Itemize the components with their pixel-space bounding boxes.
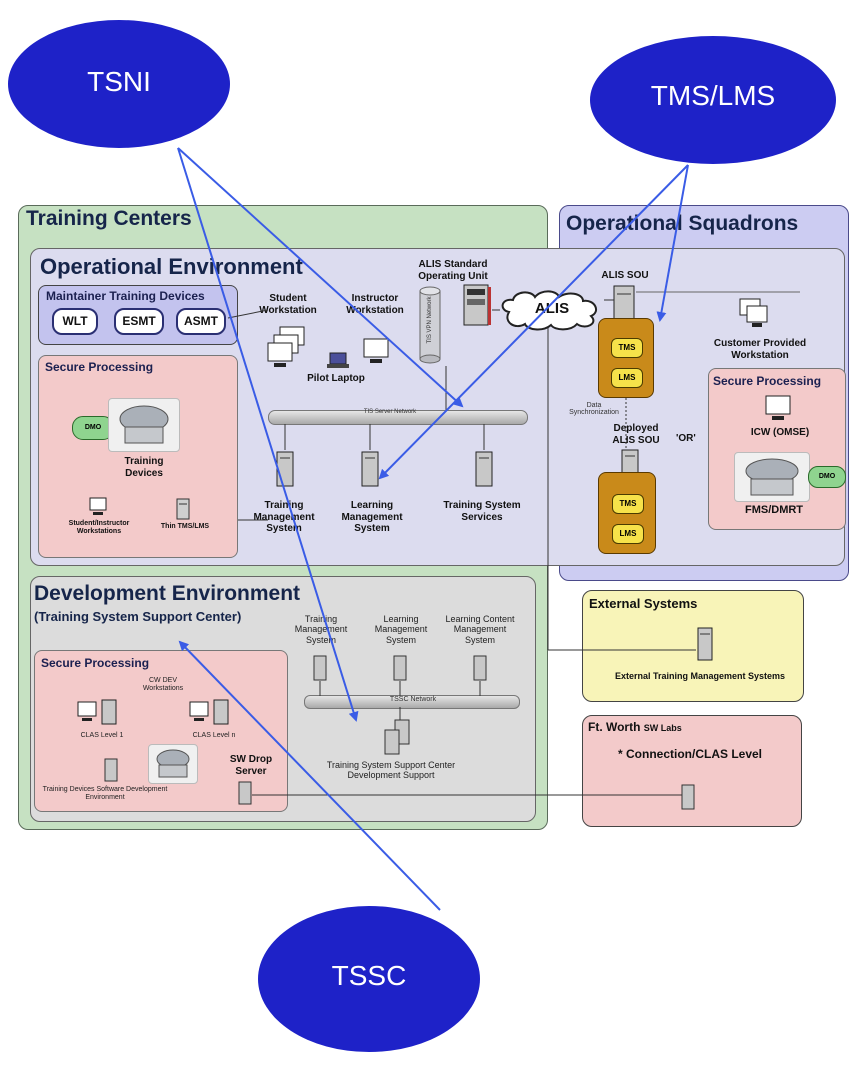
squadron-alis-sou-label: ALIS SOU [601,270,649,281]
secure-processing-development-title: Secure Processing [41,656,150,670]
external-tms-server-icon [697,627,713,661]
or-label: 'OR' [676,433,696,444]
icw-omse-label: ICW (OMSE) [750,427,810,438]
training-device-icon-left [108,398,180,452]
tss-server-icon [475,451,493,487]
ftworth-title-main: Ft. Worth [588,720,641,734]
instructor-workstation-label: Instructor Workstation [346,293,404,316]
data-synchronization-label: Data Synchronization [569,402,619,416]
tdsde-server-icon [104,758,118,782]
alis-standard-operating-unit-label: ALIS Standard Operating Unit [418,259,488,282]
squadron-tms-badge: TMS [611,338,643,358]
dev-lcms-label: Learning Content Management System [445,614,515,645]
deployed-alis-sou-label: Deployed ALIS SOU [612,423,660,446]
instructor-workstation-icon [363,338,389,363]
asmt-device: ASMT [176,308,226,335]
clas-level-n-workstation [189,699,229,725]
external-tms-label: External Training Management Systems [614,671,786,681]
arrow-tmslms-to-squadron [656,164,689,322]
customer-provided-workstation-label: Customer Provided Workstation [713,338,807,361]
deployed-tms-badge: TMS [612,494,644,514]
tssc-ellipse [258,906,480,1052]
ftworth-title-suffix: SW Labs [643,723,682,733]
pilot-laptop-icon [327,352,349,368]
dev-tms-label: Training Management System [294,614,348,645]
icw-workstation-icon [765,395,791,420]
dev-lms-label: Learning Management System [374,614,428,645]
arrow-tsni-to-network [177,147,464,408]
maintainer-training-devices-title: Maintainer Training Devices [46,289,205,303]
dev-lms-server [393,655,407,681]
connection-clas-level-label: * Connection/CLAS Level [617,747,763,761]
ftworth-server-icon [681,784,695,810]
tssc-network-label: TSSC Network [389,696,437,703]
fms-device-icon [734,452,810,502]
learning-management-system-label: Learning Management System [341,500,403,534]
tis-vpn-cylinder [419,286,441,364]
tms-lms-label: TMS/LMS [650,80,776,111]
fms-dmrt-label: FMS/DMRT [744,504,804,516]
tsni-label: TSNI [87,66,151,97]
wlt-device: WLT [52,308,98,335]
cw-dev-workstations-label: CW DEV Workstations [142,677,184,693]
lms-server-icon [361,451,379,487]
tssc-development-support-label: Training System Support Center Developme… [326,760,456,781]
secure-processing-operational-title: Secure Processing [45,360,154,374]
dev-tms-server [313,655,327,681]
tms-lms-ellipse [590,36,836,164]
ftworth-title: Ft. Worth SW Labs [588,720,682,734]
student-workstations-icon [267,326,305,367]
deployed-lms-badge: LMS [612,524,644,544]
dmo-badge-left: DMO [72,416,114,440]
thin-tms-lms-label: Thin TMS/LMS [160,523,210,530]
training-devices-label: Training Devices [124,456,164,479]
pilot-laptop-label: Pilot Laptop [307,373,365,384]
tis-server-network-bar [268,410,528,425]
secure-processing-squadron [708,368,846,530]
alis-sou-server-icon [463,284,491,326]
external-systems-panel [582,590,804,702]
training-centers-title: Training Centers [26,207,192,230]
tsni-ellipse [8,20,230,148]
clas-level-n-label: CLAS Level n [192,732,236,739]
customer-workstation-icon [739,298,768,327]
secure-processing-squadron-title: Secure Processing [713,374,822,388]
student-instructor-workstations-label: Student/Instructor Workstations [68,520,130,536]
secure-processing-operational [38,355,238,558]
alis-cloud-icon [501,290,598,331]
tis-server-network-label: TIS Server Network [363,409,417,415]
tdsde-label: Training Devices Software Development En… [42,786,168,802]
operational-environment-title: Operational Environment [40,254,303,279]
tssc-network-bar [304,695,520,709]
arrow-tmslms-to-lms [378,164,689,480]
student-workstation-label: Student Workstation [259,293,317,316]
clas-level-1-workstation [77,699,117,725]
sw-drop-server-label: SW Drop Server [229,754,273,777]
workstation-icon-secure [89,497,107,515]
tssc-server-cluster [384,719,410,755]
esmt-device: ESMT [114,308,164,335]
arrow-tsni-to-tssc-support [177,147,359,722]
training-system-services-label: Training System Services [443,500,521,523]
server-icon-thin-tms [176,498,190,520]
clas-level-1-label: CLAS Level 1 [80,732,124,739]
training-management-system-label: Training Management System [253,500,315,534]
dmo-badge-right: DMO [808,466,846,488]
squadron-lms-badge: LMS [611,368,643,388]
development-environment-title: Development Environment [34,582,301,605]
sw-drop-server-icon [238,781,252,805]
dev-lcms-server [473,655,487,681]
tdsde-device-icon [148,744,198,784]
arrow-tssc-to-dev-secure [178,640,441,911]
development-environment-subtitle: (Training System Support Center) [34,609,242,624]
tssc-label: TSSC [331,960,407,991]
external-systems-title: External Systems [589,596,698,611]
